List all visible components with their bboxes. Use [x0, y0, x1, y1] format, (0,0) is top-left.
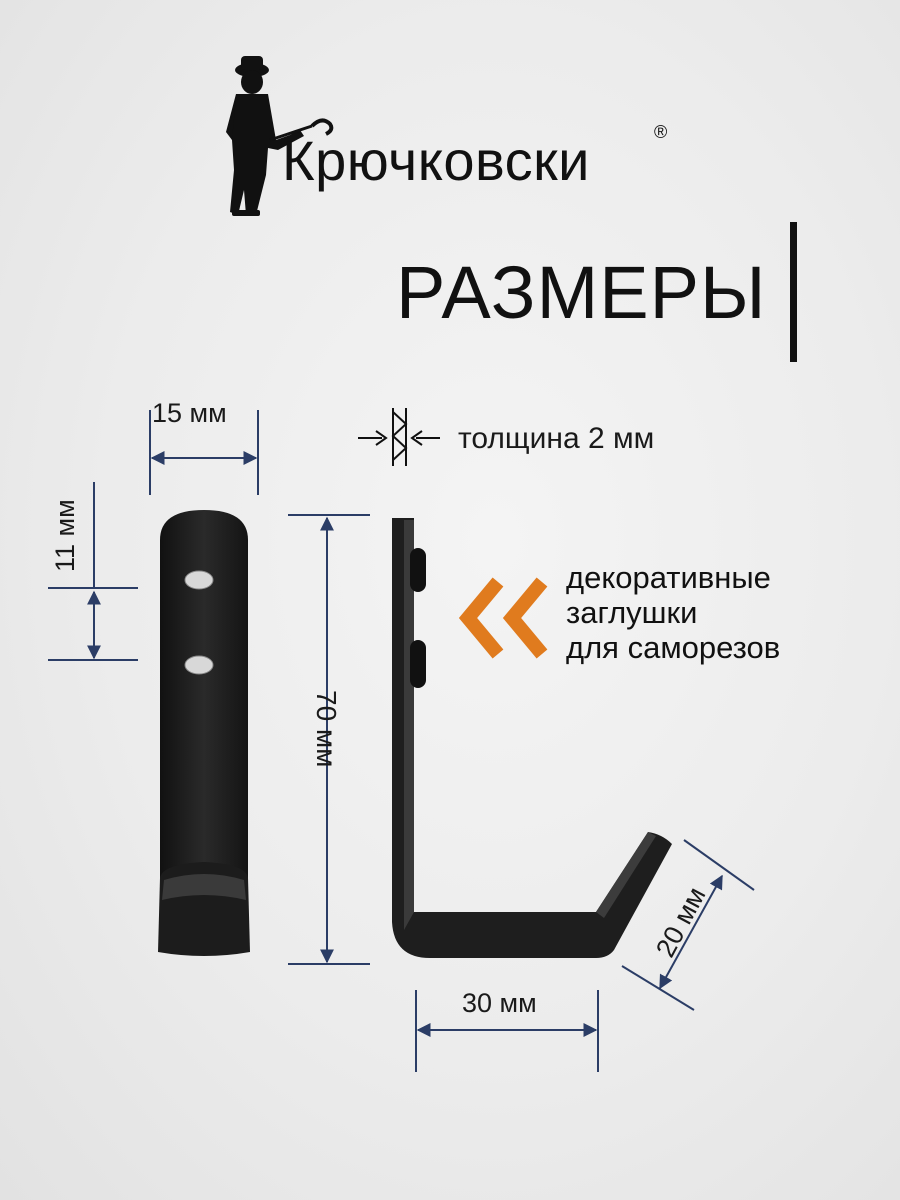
hook-front-view — [158, 510, 250, 956]
gentleman-silhouette-icon — [226, 56, 304, 216]
dim-hole-spacing-label: 11 мм — [50, 499, 80, 572]
dim-15mm-lines — [149, 410, 259, 495]
page-title: РАЗМЕРЫ — [396, 251, 767, 334]
dim-20mm-lines — [621, 839, 755, 1011]
note-line-2: заглушки — [566, 595, 698, 630]
thickness-label: толщина 2 мм — [458, 422, 655, 455]
dim-width-label: 15 мм — [152, 398, 227, 428]
dim-base-label: 30 мм — [462, 988, 537, 1018]
cane-icon — [269, 118, 334, 142]
dim-11mm-lines — [48, 482, 138, 661]
title-divider — [790, 222, 797, 362]
note-line-3: для саморезов — [566, 630, 781, 665]
dim-30mm-lines — [415, 990, 599, 1072]
decorative-caps-note: декоративные заглушки для саморезов — [566, 560, 780, 665]
dim-height-label: 70 мм — [311, 690, 342, 768]
hook-side-view — [392, 518, 672, 958]
brand-name: Крючковски — [282, 129, 590, 192]
note-line-1: декоративные — [566, 560, 771, 595]
dim-70mm-lines — [288, 514, 370, 965]
thickness-marker — [358, 408, 440, 466]
orange-chevron-arrow-icon — [458, 577, 548, 659]
registered-mark: ® — [654, 122, 668, 142]
